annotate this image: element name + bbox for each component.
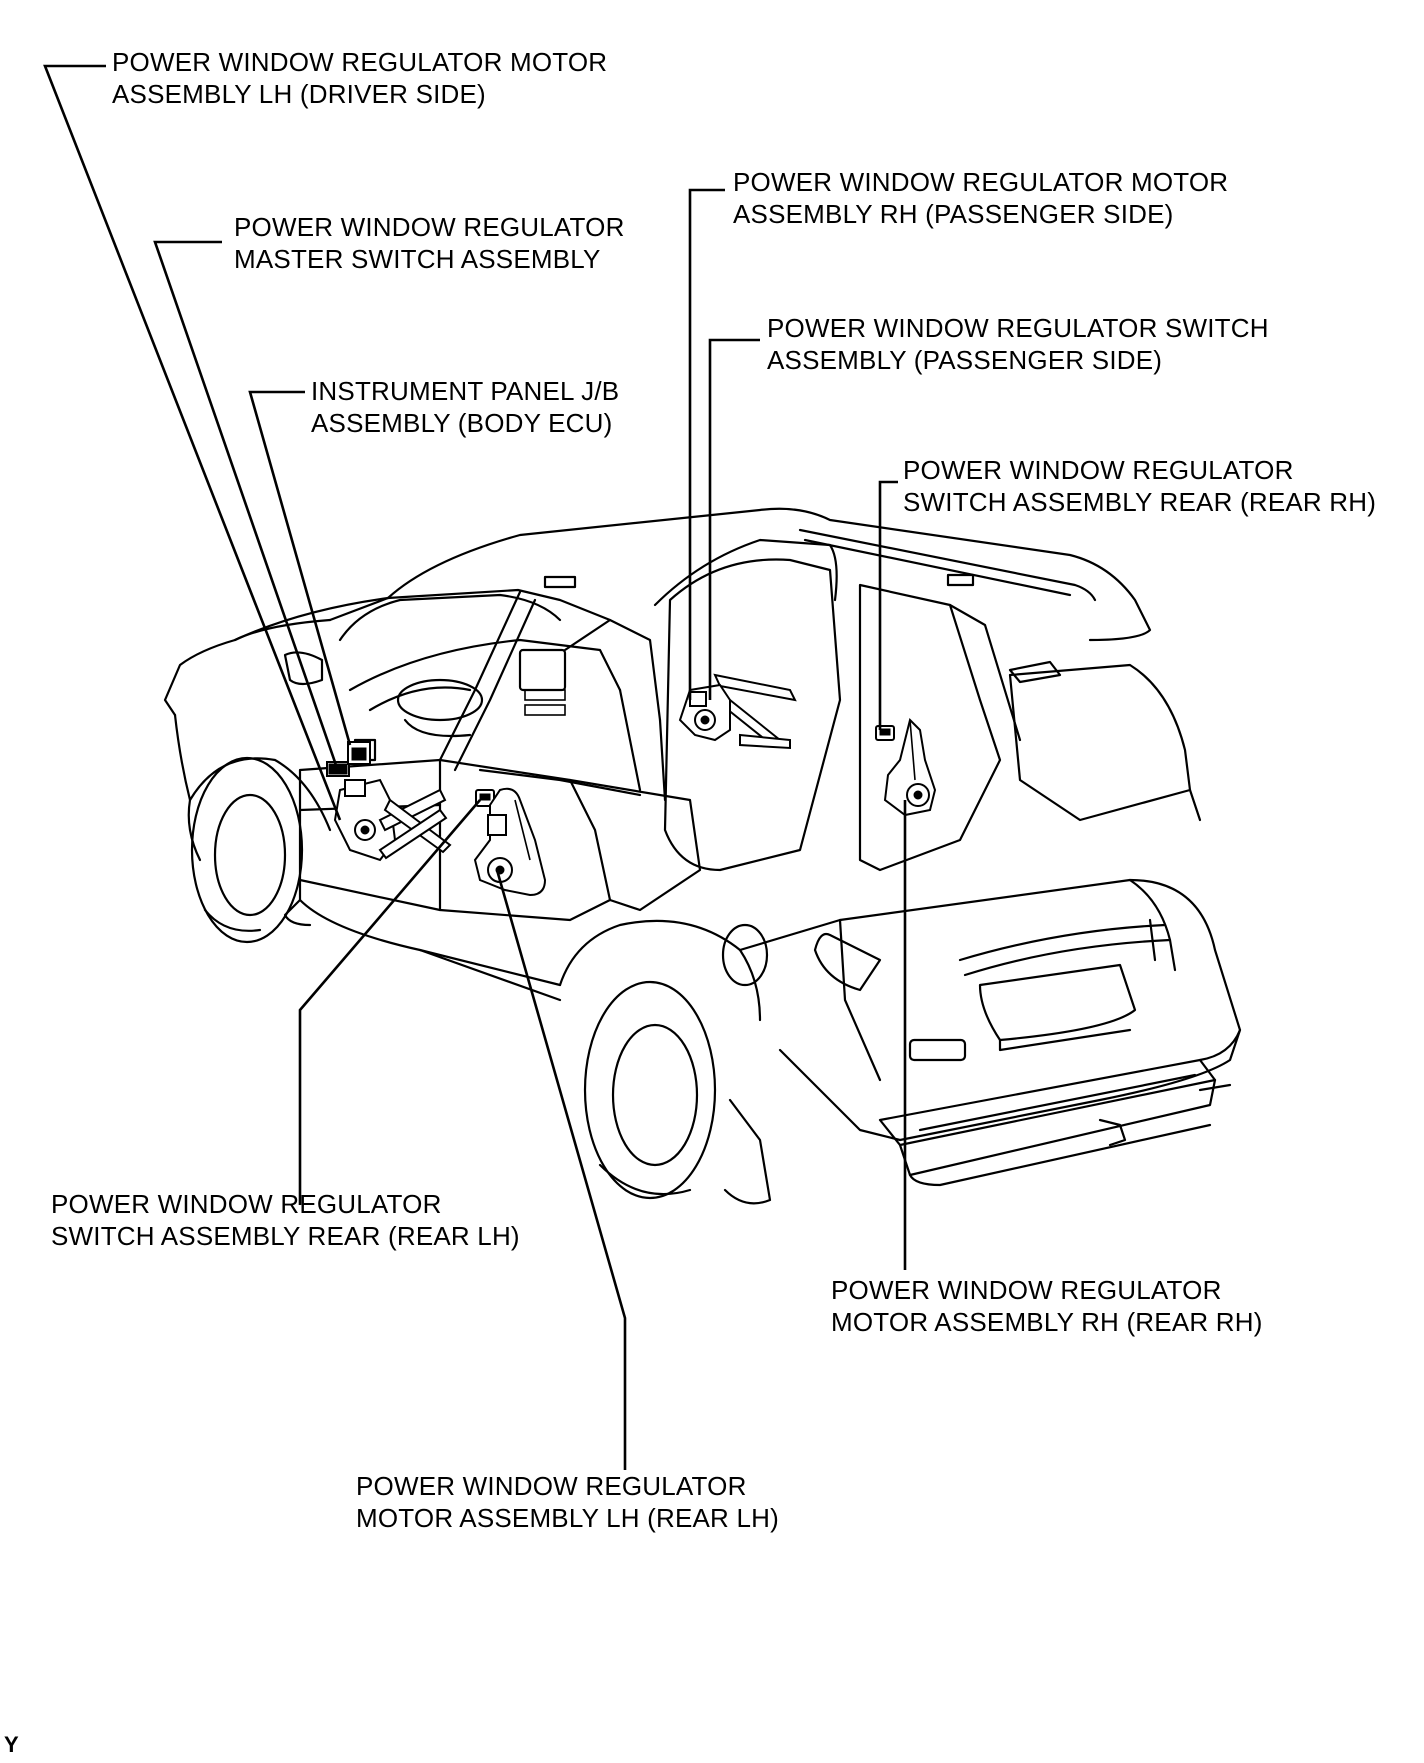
- regulator-rear-lh: [473, 787, 547, 897]
- instrument-panel-jb-part: [347, 741, 371, 765]
- label-switch-passenger: POWER WINDOW REGULATOR SWITCH ASSEMBLY (…: [767, 312, 1269, 376]
- label-line: POWER WINDOW REGULATOR SWITCH: [767, 313, 1269, 343]
- label-line: POWER WINDOW REGULATOR MOTOR: [112, 47, 608, 77]
- label-line: SWITCH ASSEMBLY REAR (REAR RH): [903, 487, 1377, 517]
- label-motor-rh-passenger: POWER WINDOW REGULATOR MOTOR ASSEMBLY RH…: [733, 166, 1228, 230]
- leader-lines: [43, 64, 907, 1470]
- label-line: MOTOR ASSEMBLY LH (REAR LH): [356, 1503, 779, 1533]
- label-line: SWITCH ASSEMBLY REAR (REAR LH): [51, 1221, 520, 1251]
- regulator-rear-rh: [883, 718, 937, 817]
- label-switch-rear-lh: POWER WINDOW REGULATOR SWITCH ASSEMBLY R…: [51, 1188, 520, 1252]
- label-line: POWER WINDOW REGULATOR: [903, 455, 1294, 485]
- vehicle-body: [163, 507, 1242, 1205]
- label-line: POWER WINDOW REGULATOR: [356, 1471, 747, 1501]
- regulator-front-lh: [333, 778, 452, 862]
- figure-code: Y: [4, 1732, 19, 1757]
- master-switch-part: [326, 761, 350, 777]
- label-line: INSTRUMENT PANEL J/B: [311, 376, 620, 406]
- label-instrument-panel-jb: INSTRUMENT PANEL J/B ASSEMBLY (BODY ECU): [311, 375, 619, 439]
- label-line: POWER WINDOW REGULATOR MOTOR: [733, 167, 1229, 197]
- label-motor-lh-rear: POWER WINDOW REGULATOR MOTOR ASSEMBLY LH…: [356, 1470, 779, 1534]
- label-master-switch: POWER WINDOW REGULATOR MASTER SWITCH ASS…: [234, 211, 625, 275]
- label-switch-rear-rh: POWER WINDOW REGULATOR SWITCH ASSEMBLY R…: [903, 454, 1376, 518]
- label-motor-lh-driver: POWER WINDOW REGULATOR MOTOR ASSEMBLY LH…: [112, 46, 607, 110]
- label-line: ASSEMBLY RH (PASSENGER SIDE): [733, 199, 1174, 229]
- regulator-front-rh: [678, 673, 797, 750]
- label-line: POWER WINDOW REGULATOR: [831, 1275, 1222, 1305]
- label-line: POWER WINDOW REGULATOR: [51, 1189, 442, 1219]
- label-line: ASSEMBLY LH (DRIVER SIDE): [112, 79, 486, 109]
- label-line: ASSEMBLY (PASSENGER SIDE): [767, 345, 1163, 375]
- label-motor-rh-rear: POWER WINDOW REGULATOR MOTOR ASSEMBLY RH…: [831, 1274, 1263, 1338]
- label-line: POWER WINDOW REGULATOR: [234, 212, 625, 242]
- label-line: MOTOR ASSEMBLY RH (REAR RH): [831, 1307, 1263, 1337]
- label-line: MASTER SWITCH ASSEMBLY: [234, 244, 601, 274]
- label-line: ASSEMBLY (BODY ECU): [311, 408, 613, 438]
- component-parts: [326, 673, 937, 897]
